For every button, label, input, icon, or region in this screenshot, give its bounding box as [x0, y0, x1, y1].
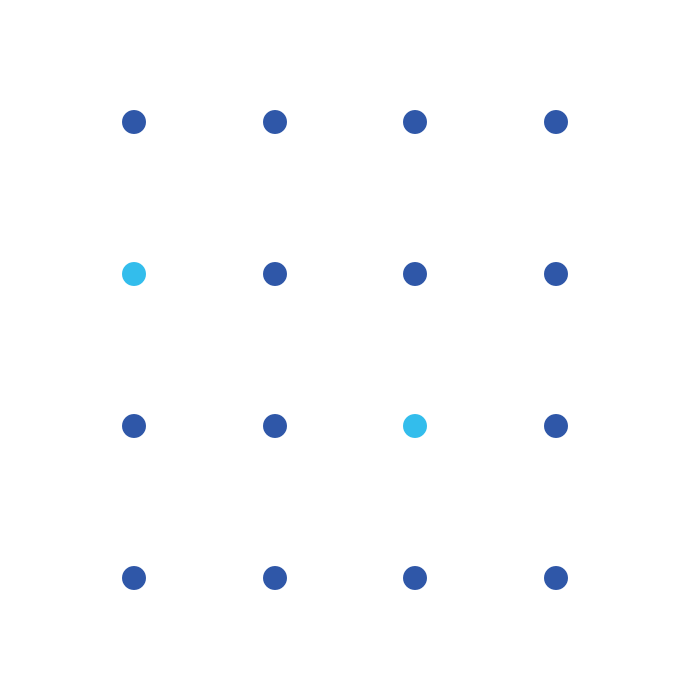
dot-r2-c4 [544, 262, 568, 286]
dot-r4-c3 [403, 566, 427, 590]
dot-r2-c2 [263, 262, 287, 286]
dot-r4-c1 [122, 566, 146, 590]
dot-r3-c2 [263, 414, 287, 438]
dot-r4-c2 [263, 566, 287, 590]
dot-r1-c2 [263, 110, 287, 134]
dot-r4-c4 [544, 566, 568, 590]
dot-r2-c1-highlighted [122, 262, 146, 286]
dot-r3-c4 [544, 414, 568, 438]
dot-r3-c3-highlighted [403, 414, 427, 438]
dot-r1-c3 [403, 110, 427, 134]
dot-r1-c1 [122, 110, 146, 134]
dot-r3-c1 [122, 414, 146, 438]
dot-r2-c3 [403, 262, 427, 286]
dot-r1-c4 [544, 110, 568, 134]
